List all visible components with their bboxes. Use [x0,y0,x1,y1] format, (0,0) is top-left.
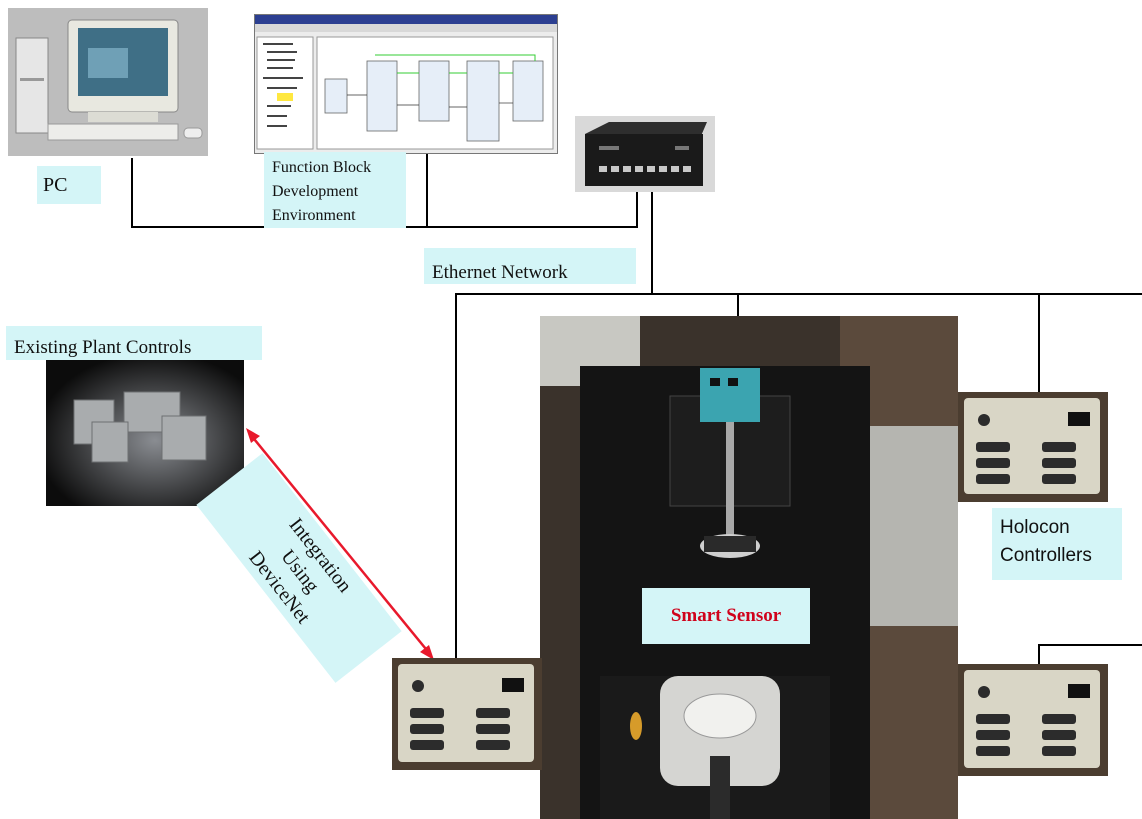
smart-sensor-photo: Smart Sensor [540,316,958,819]
smart-sensor-label-box [642,588,810,644]
existing-controls-label: Existing Plant Controls [6,326,262,360]
pc-drop-line [131,158,133,228]
holocon-controller-top [958,392,1108,502]
plc-modules-photo [46,360,244,506]
fbde-label: Function Block Development Environment [264,152,406,228]
left-drop-line [455,293,457,663]
smart-sensor-label: Smart Sensor [670,605,782,626]
holocon-controller-left [392,658,542,770]
devicenet-arrow [246,428,434,660]
switch-down-line [651,190,653,294]
holocon-bottom-drop-line [1038,644,1040,668]
holocon-bottom-hline [1038,644,1142,646]
software-drop-line [426,150,428,228]
integration-label: Integration Using DeviceNet [196,453,402,683]
ethernet-bus-line [455,293,1142,295]
switch-stub-line [636,190,638,228]
holocon-label: Holocon Controllers [992,508,1122,580]
holocon-controller-bottom [958,664,1108,776]
pc-photo [8,8,208,156]
ethernet-switch-photo [575,116,715,192]
ethernet-label: Ethernet Network [424,248,636,284]
software-screenshot [254,14,558,154]
holocon-top-drop-line [1038,293,1040,393]
sensor-drop-line [737,293,739,317]
pc-label: PC [37,166,101,204]
